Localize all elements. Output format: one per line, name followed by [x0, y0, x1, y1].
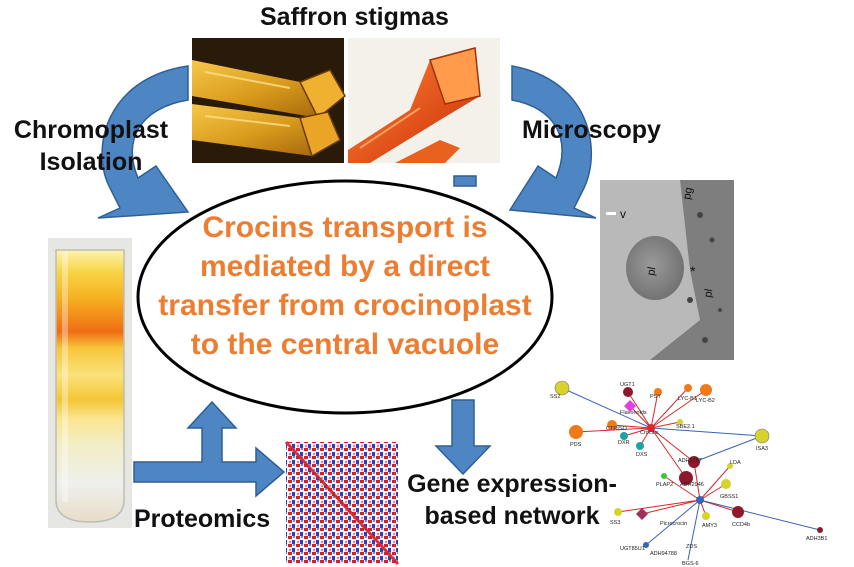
svg-text:UGT85U1: UGT85U1	[620, 546, 645, 552]
svg-text:PSY: PSY	[650, 394, 661, 400]
central-ellipse	[136, 179, 554, 415]
svg-text:ADH94788: ADH94788	[650, 551, 677, 557]
svg-text:Picrocrocin: Picrocrocin	[660, 521, 687, 527]
svg-text:BGS-6: BGS-6	[682, 561, 699, 567]
svg-text:CCD4b: CCD4b	[732, 522, 750, 528]
stigma-photo-red	[348, 38, 500, 163]
svg-text:ZDS: ZDS	[686, 544, 697, 550]
micrograph-label-pg: pg	[681, 186, 695, 200]
svg-text:SS2: SS2	[550, 394, 560, 400]
micrograph-label-v: v	[620, 207, 626, 221]
svg-text:SBE2.1: SBE2.1	[676, 424, 695, 430]
micrograph-label-pl-2: pl	[702, 288, 715, 299]
microscopy-label: Microscopy	[522, 116, 661, 144]
svg-text:DXS: DXS	[636, 452, 648, 458]
electron-micrograph	[600, 180, 734, 360]
svg-text:PDS: PDS	[570, 442, 582, 448]
svg-text:ADH2946: ADH2946	[680, 482, 704, 488]
chromoplast-isolation-line-2: Isolation	[39, 148, 143, 176]
chromoplast-isolation-line-1: Chromoplast	[13, 116, 169, 144]
central-statement-line-2: mediated by a direct	[199, 250, 491, 283]
gene-network-line-2: based network	[424, 502, 600, 530]
svg-text:AMY3: AMY3	[702, 523, 717, 529]
svg-text:ADH3B1: ADH3B1	[806, 536, 827, 542]
svg-text:PLAP2: PLAP2	[656, 482, 673, 488]
svg-text:LYC-B2: LYC-B2	[696, 398, 715, 404]
svg-text:Crocins: Crocins	[640, 430, 659, 436]
gene-network-label: Gene expression- based network	[404, 468, 620, 532]
chromoplast-isolation-label: Chromoplast Isolation	[12, 114, 170, 178]
diagram-title: Saffron stigmas	[260, 3, 449, 31]
central-statement-line-1: Crocins transport is	[202, 211, 488, 244]
svg-text:LYC-B1: LYC-B1	[678, 396, 697, 402]
gradient-tube-photo	[48, 238, 132, 528]
arrow-chromoplast-isolation	[97, 65, 190, 219]
svg-text:ISA3: ISA3	[756, 446, 768, 452]
gene-network-graph: SS2 UGT1 PSY Flavonoids LYC-B1 LYC-B2 CT…	[550, 380, 827, 567]
arrow-proteomics-feedback	[133, 400, 286, 498]
svg-text:LDA: LDA	[730, 460, 741, 466]
gene-network-line-1: Gene expression-	[407, 470, 617, 498]
svg-text:ADH1787: ADH1787	[678, 458, 702, 464]
arrow-stub-top	[453, 175, 477, 187]
svg-text:CTRISO: CTRISO	[606, 426, 628, 432]
arrow-gene-network	[434, 399, 492, 476]
micrograph-label-star: *	[690, 263, 696, 279]
arrow-microscopy	[508, 65, 597, 219]
central-statement: Crocins transport is mediated by a direc…	[150, 208, 540, 364]
micrograph-label-pl-1: pl	[645, 266, 658, 277]
proteomics-label: Proteomics	[134, 505, 271, 533]
svg-text:GBSS1: GBSS1	[720, 494, 738, 500]
stigma-photo-yellow	[192, 38, 346, 163]
svg-text:SS3: SS3	[610, 520, 620, 526]
svg-text:DXR: DXR	[618, 440, 630, 446]
central-statement-line-4: to the central vacuole	[190, 328, 500, 361]
central-statement-line-3: transfer from crocinoplast	[158, 289, 532, 322]
svg-text:Flavonoids: Flavonoids	[620, 410, 647, 416]
svg-text:UGT1: UGT1	[620, 382, 635, 388]
